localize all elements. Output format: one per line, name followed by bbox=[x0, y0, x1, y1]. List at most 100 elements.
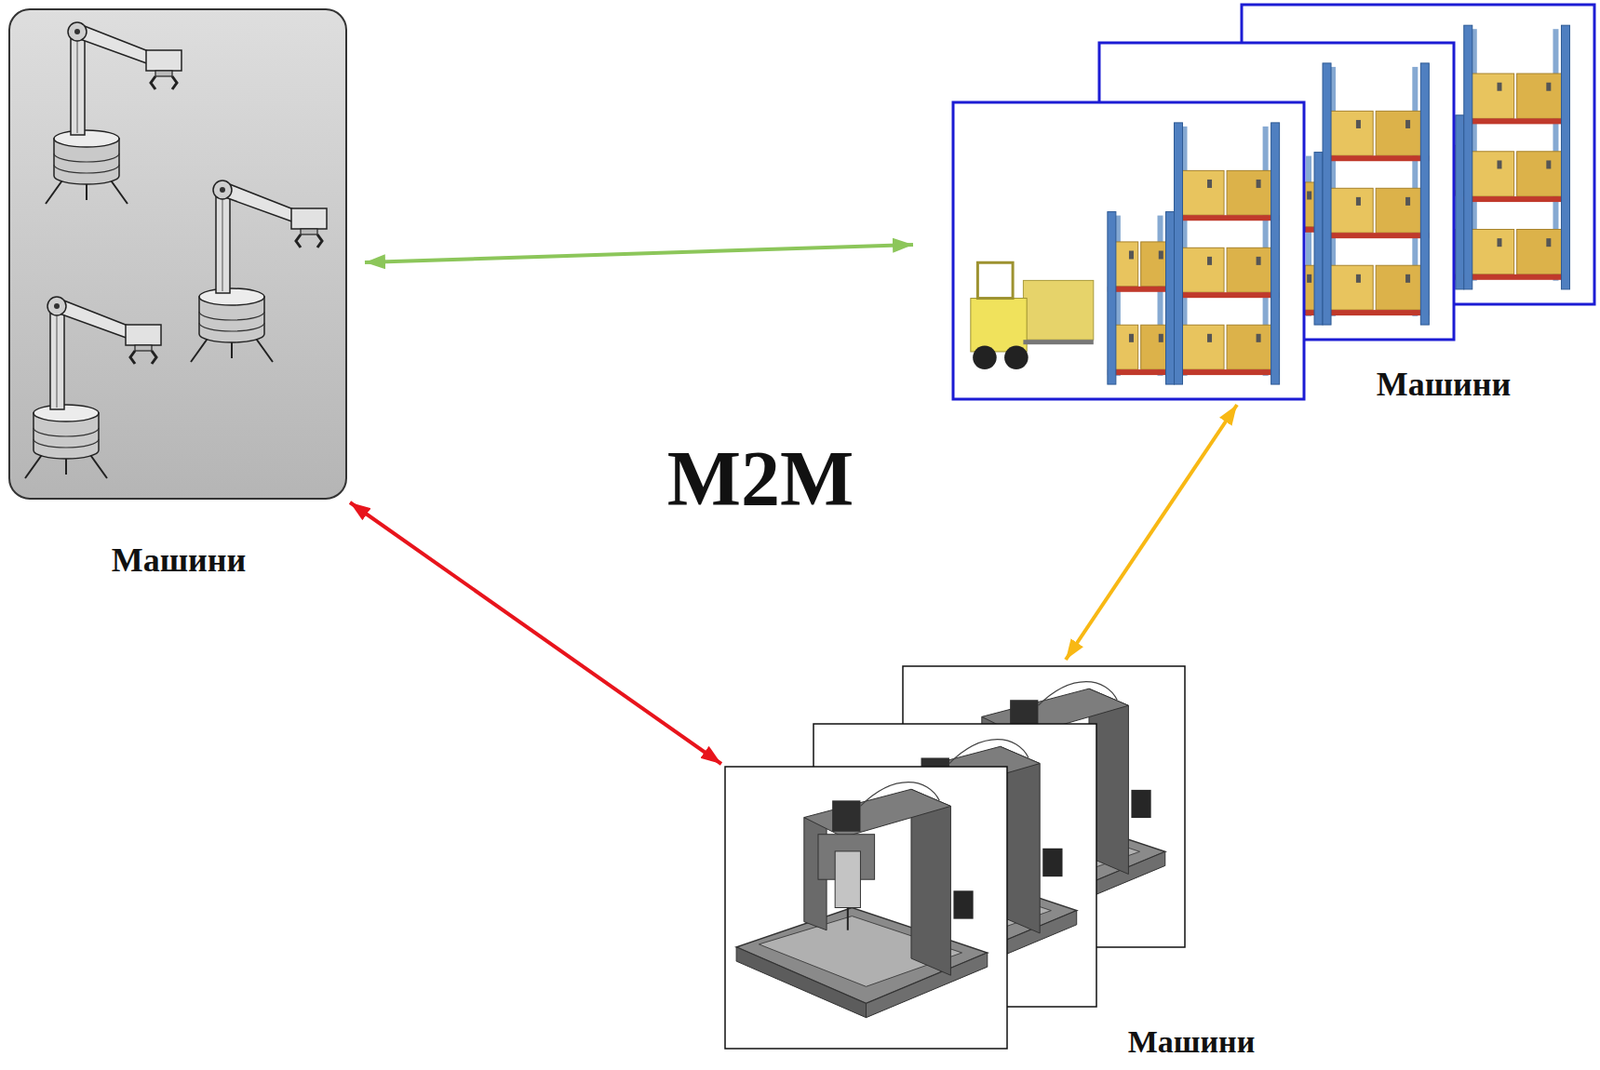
cargo-box bbox=[1178, 247, 1225, 293]
robot-link bbox=[56, 297, 135, 340]
robot-base-band bbox=[33, 428, 99, 448]
cargo-label bbox=[1306, 274, 1312, 283]
cargo-box bbox=[1226, 247, 1274, 293]
group-caption: Машини bbox=[1376, 365, 1512, 404]
forklift-cab bbox=[977, 262, 1013, 298]
cargo-label bbox=[1256, 334, 1262, 343]
cargo-label bbox=[1256, 179, 1262, 189]
rack-upright bbox=[1560, 25, 1570, 290]
robot-arm bbox=[45, 22, 182, 204]
cargo-box bbox=[1326, 110, 1373, 156]
machine-group: Машини bbox=[724, 665, 1186, 1051]
rack-upright bbox=[1314, 152, 1323, 325]
forklift-body bbox=[970, 298, 1027, 352]
cnc-stepper bbox=[953, 890, 973, 919]
machine-illustration bbox=[952, 3, 1597, 402]
cargo-box bbox=[1141, 242, 1169, 287]
forklift bbox=[970, 262, 1094, 370]
robot-column-line bbox=[222, 189, 224, 292]
center-label: M2M bbox=[667, 436, 855, 523]
cargo-box bbox=[1178, 170, 1225, 216]
cargo-label bbox=[1405, 274, 1411, 283]
robot-gripper bbox=[150, 76, 177, 90]
cargo-box bbox=[1326, 188, 1373, 233]
cnc-wire bbox=[949, 739, 1029, 765]
rack-upright bbox=[1271, 122, 1280, 385]
cnc-gantry-right bbox=[911, 789, 951, 976]
cargo-box bbox=[1467, 73, 1515, 119]
picture-frame bbox=[953, 102, 1305, 400]
robot-column bbox=[215, 189, 230, 294]
rack-beam bbox=[1464, 118, 1571, 124]
robot-column-line bbox=[77, 31, 79, 134]
group-caption: Машини bbox=[111, 541, 247, 580]
cargo-label bbox=[1207, 334, 1212, 343]
robot-joint-hub bbox=[74, 28, 81, 35]
rack-upright bbox=[1174, 122, 1184, 385]
cargo-label bbox=[1356, 274, 1361, 283]
machine-illustration bbox=[724, 665, 1186, 1051]
group-caption: Машини bbox=[1128, 1023, 1256, 1061]
robot-arm bbox=[25, 296, 162, 479]
robot-joint-hub bbox=[219, 187, 226, 193]
cargo-box bbox=[1141, 324, 1169, 370]
robot-column bbox=[70, 31, 85, 135]
robot-base-top bbox=[199, 288, 265, 306]
cargo-box bbox=[1517, 229, 1564, 275]
cargo-label bbox=[1546, 82, 1551, 92]
cargo-label bbox=[1158, 334, 1164, 343]
forklift-load bbox=[1022, 280, 1093, 340]
rack-upright bbox=[1455, 115, 1465, 290]
cargo-label bbox=[1356, 120, 1361, 129]
machine-group: Машини bbox=[952, 3, 1597, 402]
rack-beam bbox=[1174, 369, 1280, 376]
rack-upright bbox=[1322, 63, 1332, 325]
robot-base-band bbox=[199, 311, 265, 332]
cargo-label bbox=[1256, 256, 1262, 266]
cargo-label bbox=[1158, 251, 1164, 260]
machine-illustration bbox=[8, 8, 348, 500]
cnc-wire bbox=[860, 782, 940, 807]
cargo-box bbox=[1517, 151, 1564, 197]
cargo-box bbox=[1375, 188, 1423, 233]
cargo-label bbox=[1405, 197, 1411, 206]
rack-beam bbox=[1322, 232, 1429, 239]
cnc-wire bbox=[1037, 682, 1117, 707]
picture-frame bbox=[725, 766, 1008, 1049]
robot-joint-hub bbox=[53, 303, 60, 310]
rack-upright bbox=[1420, 63, 1429, 325]
cargo-box bbox=[1326, 265, 1373, 310]
robot-gripper-base bbox=[155, 70, 173, 77]
cargo-label bbox=[1496, 82, 1502, 92]
rack-beam bbox=[1322, 155, 1429, 162]
robot-joint bbox=[67, 22, 87, 41]
cnc-picture bbox=[725, 766, 1008, 1049]
cnc-base-front bbox=[736, 947, 866, 1019]
robot-gripper bbox=[295, 234, 323, 248]
m2m-link bbox=[364, 244, 914, 263]
robot-panel bbox=[9, 9, 347, 499]
robot-gripper-base bbox=[134, 345, 152, 351]
cargo-label bbox=[1546, 160, 1551, 169]
cargo-box bbox=[1467, 229, 1515, 275]
robot-gripper bbox=[130, 350, 157, 364]
robot-gripper-base bbox=[300, 228, 318, 235]
rack-beam bbox=[1464, 274, 1571, 281]
cargo-label bbox=[1129, 251, 1134, 260]
cnc-crossbar bbox=[804, 789, 952, 838]
rack-beam bbox=[1464, 196, 1571, 202]
cargo-label bbox=[1207, 256, 1212, 266]
cnc-bit bbox=[847, 908, 849, 931]
cnc-stepper bbox=[1130, 790, 1151, 819]
cargo-label bbox=[1496, 160, 1502, 169]
robot-wrist bbox=[125, 324, 162, 346]
cargo-label bbox=[1496, 238, 1502, 247]
m2m-link bbox=[1065, 404, 1237, 660]
cnc-motor bbox=[832, 800, 861, 832]
robot-link bbox=[77, 23, 156, 66]
forklift-fork bbox=[1022, 339, 1093, 345]
rack-beam bbox=[1322, 309, 1429, 316]
cargo-label bbox=[1207, 179, 1212, 189]
warehouse-picture bbox=[953, 102, 1305, 400]
